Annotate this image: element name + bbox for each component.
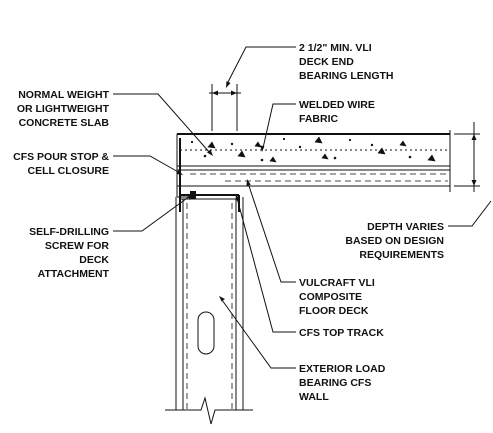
svg-text:WELDED WIRE: WELDED WIRE — [299, 99, 375, 111]
svg-text:CFS TOP TRACK: CFS TOP TRACK — [299, 327, 384, 339]
deck-screw — [190, 191, 196, 199]
label-deck: VULCRAFT VLI COMPOSITE FLOOR DECK — [299, 277, 375, 317]
svg-text:WALL: WALL — [299, 391, 329, 403]
svg-text:BEARING CFS: BEARING CFS — [299, 377, 371, 389]
label-pourstop: CFS POUR STOP & CELL CLOSURE — [13, 151, 109, 177]
svg-text:FABRIC: FABRIC — [299, 113, 339, 125]
svg-text:DECK END: DECK END — [299, 56, 354, 68]
svg-text:2 1/2" MIN. VLI: 2 1/2" MIN. VLI — [299, 42, 372, 54]
cfs-wall — [165, 197, 253, 425]
svg-text:EXTERIOR LOAD: EXTERIOR LOAD — [299, 363, 386, 375]
svg-text:OR LIGHTWEIGHT: OR LIGHTWEIGHT — [17, 103, 110, 115]
svg-text:DECK: DECK — [79, 254, 109, 266]
label-screw: SELF-DRILLING SCREW FOR DECK ATTACHMENT — [29, 226, 109, 280]
svg-text:SELF-DRILLING: SELF-DRILLING — [29, 226, 109, 238]
svg-text:CONCRETE SLAB: CONCRETE SLAB — [19, 117, 110, 129]
label-wwf: WELDED WIRE FABRIC — [299, 99, 375, 125]
svg-text:BEARING LENGTH: BEARING LENGTH — [299, 70, 394, 82]
concrete-aggregate — [190, 136, 436, 163]
depth-dimension — [454, 122, 480, 192]
svg-text:VULCRAFT VLI: VULCRAFT VLI — [299, 277, 375, 289]
svg-text:NORMAL WEIGHT: NORMAL WEIGHT — [18, 89, 109, 101]
bearing-dimension — [209, 84, 241, 131]
label-track: CFS TOP TRACK — [299, 327, 384, 339]
stud-slot — [197, 311, 215, 355]
label-slab: NORMAL WEIGHT OR LIGHTWEIGHT CONCRETE SL… — [17, 89, 110, 129]
label-depth: DEPTH VARIES BASED ON DESIGN REQUIREMENT… — [345, 221, 444, 261]
leader-lines — [113, 46, 492, 369]
concrete-slab — [176, 130, 451, 197]
svg-text:DEPTH VARIES: DEPTH VARIES — [367, 221, 444, 233]
pour-stop — [177, 138, 195, 198]
svg-text:CELL CLOSURE: CELL CLOSURE — [28, 165, 109, 177]
svg-text:BASED ON DESIGN: BASED ON DESIGN — [345, 235, 444, 247]
svg-text:REQUIREMENTS: REQUIREMENTS — [359, 249, 444, 261]
svg-text:CFS POUR STOP &: CFS POUR STOP & — [13, 151, 109, 163]
svg-text:COMPOSITE: COMPOSITE — [299, 291, 362, 303]
label-wall: EXTERIOR LOAD BEARING CFS WALL — [299, 363, 386, 403]
svg-text:FLOOR DECK: FLOOR DECK — [299, 305, 369, 317]
svg-text:ATTACHMENT: ATTACHMENT — [38, 268, 110, 280]
svg-text:SCREW FOR: SCREW FOR — [45, 240, 110, 252]
label-bearing: 2 1/2" MIN. VLI DECK END BEARING LENGTH — [299, 42, 394, 82]
